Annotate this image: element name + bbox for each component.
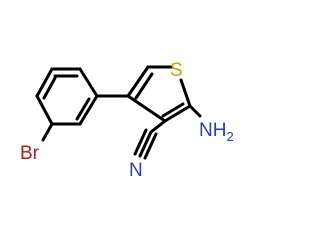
double-bond-inner-left	[42, 76, 57, 100]
bond-s-c2	[179, 78, 192, 108]
bond-c3-c4	[126, 94, 167, 123]
nitrile-n-atom-label: N	[129, 160, 143, 181]
bond-c2-c3	[163, 104, 192, 123]
double-bond-c4-c5-thio	[134, 72, 154, 100]
bond-c5-c6	[35, 94, 54, 126]
bond-c4-c5-thio	[126, 65, 150, 98]
nitrile-triple-bond	[133, 128, 158, 160]
sulfur-atom-label: S	[170, 60, 183, 81]
amine-atom-label: NH2	[199, 120, 234, 144]
amine-subscript: 2	[226, 129, 233, 144]
bond-c-br	[41, 122, 54, 142]
amine-nh-text: NH	[199, 120, 226, 141]
bond-c-nh2	[188, 104, 202, 118]
bond-c3-cn	[149, 119, 167, 134]
double-bond-c2-c3	[161, 102, 185, 118]
benzene-ring	[35, 67, 99, 126]
thiophene-ring	[126, 65, 192, 123]
bond-c3-c4	[78, 94, 99, 126]
bond-c2-c3	[78, 67, 99, 98]
chemical-structure-diagram: S Br NH2 N	[20, 60, 234, 181]
bond-c6-c1	[35, 67, 54, 98]
bromine-atom-label: Br	[20, 143, 40, 164]
double-bond-inner-right	[75, 97, 91, 121]
